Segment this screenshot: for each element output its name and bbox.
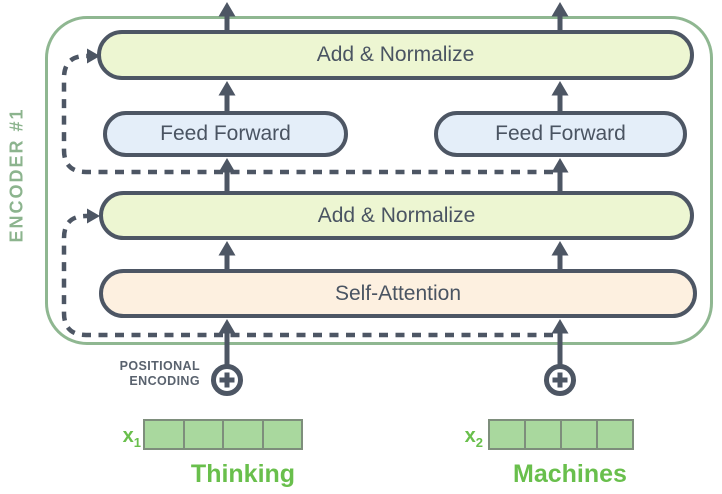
vector-cell	[490, 421, 524, 448]
vector-cell	[596, 421, 632, 448]
layer-label: Self-Attention	[334, 281, 462, 305]
residual-connection-top	[61, 48, 553, 175]
input-word-1: Thinking	[190, 460, 296, 488]
layer-add-normalize-top: Add & Normalize	[97, 30, 694, 80]
layer-label: Add & Normalize	[316, 43, 475, 66]
input-vector-x1	[143, 419, 303, 450]
input-symbol-base: x	[122, 425, 134, 447]
input-symbol-base: x	[464, 425, 476, 447]
input-symbol-subscript: 2	[475, 435, 483, 450]
vector-cell	[524, 421, 560, 448]
input-vector-x2	[488, 419, 634, 450]
layer-feed-forward-left: Feed Forward	[103, 111, 348, 157]
input-symbol-x1: x1	[95, 425, 141, 450]
circled-plus-icon-left	[211, 364, 243, 396]
vector-cell	[145, 421, 183, 448]
vector-cell	[261, 421, 302, 448]
layer-feed-forward-right: Feed Forward	[434, 111, 687, 157]
vector-cell	[222, 421, 262, 448]
positional-encoding-label: POSITIONAL ENCODING	[85, 359, 200, 389]
circled-plus-icon-right	[544, 364, 576, 396]
layer-label: Add & Normalize	[317, 203, 476, 227]
positional-encoding-line1: POSITIONAL	[119, 359, 200, 373]
layer-label: Feed Forward	[495, 122, 626, 145]
residual-connection-bottom	[61, 208, 553, 338]
flow-arrows-right	[551, 2, 569, 366]
input-symbol-subscript: 1	[133, 435, 141, 450]
flow-arrows-left	[218, 2, 236, 366]
positional-encoding-line2: ENCODING	[129, 374, 200, 388]
vector-cell	[182, 421, 223, 448]
input-word-2: Machines	[513, 460, 627, 488]
input-symbol-x2: x2	[437, 425, 483, 450]
encoder-outline	[45, 16, 713, 345]
layer-label: Feed Forward	[160, 122, 291, 145]
layer-self-attention: Self-Attention	[99, 269, 697, 318]
layer-add-normalize-mid: Add & Normalize	[99, 191, 694, 240]
vector-cell	[560, 421, 596, 448]
